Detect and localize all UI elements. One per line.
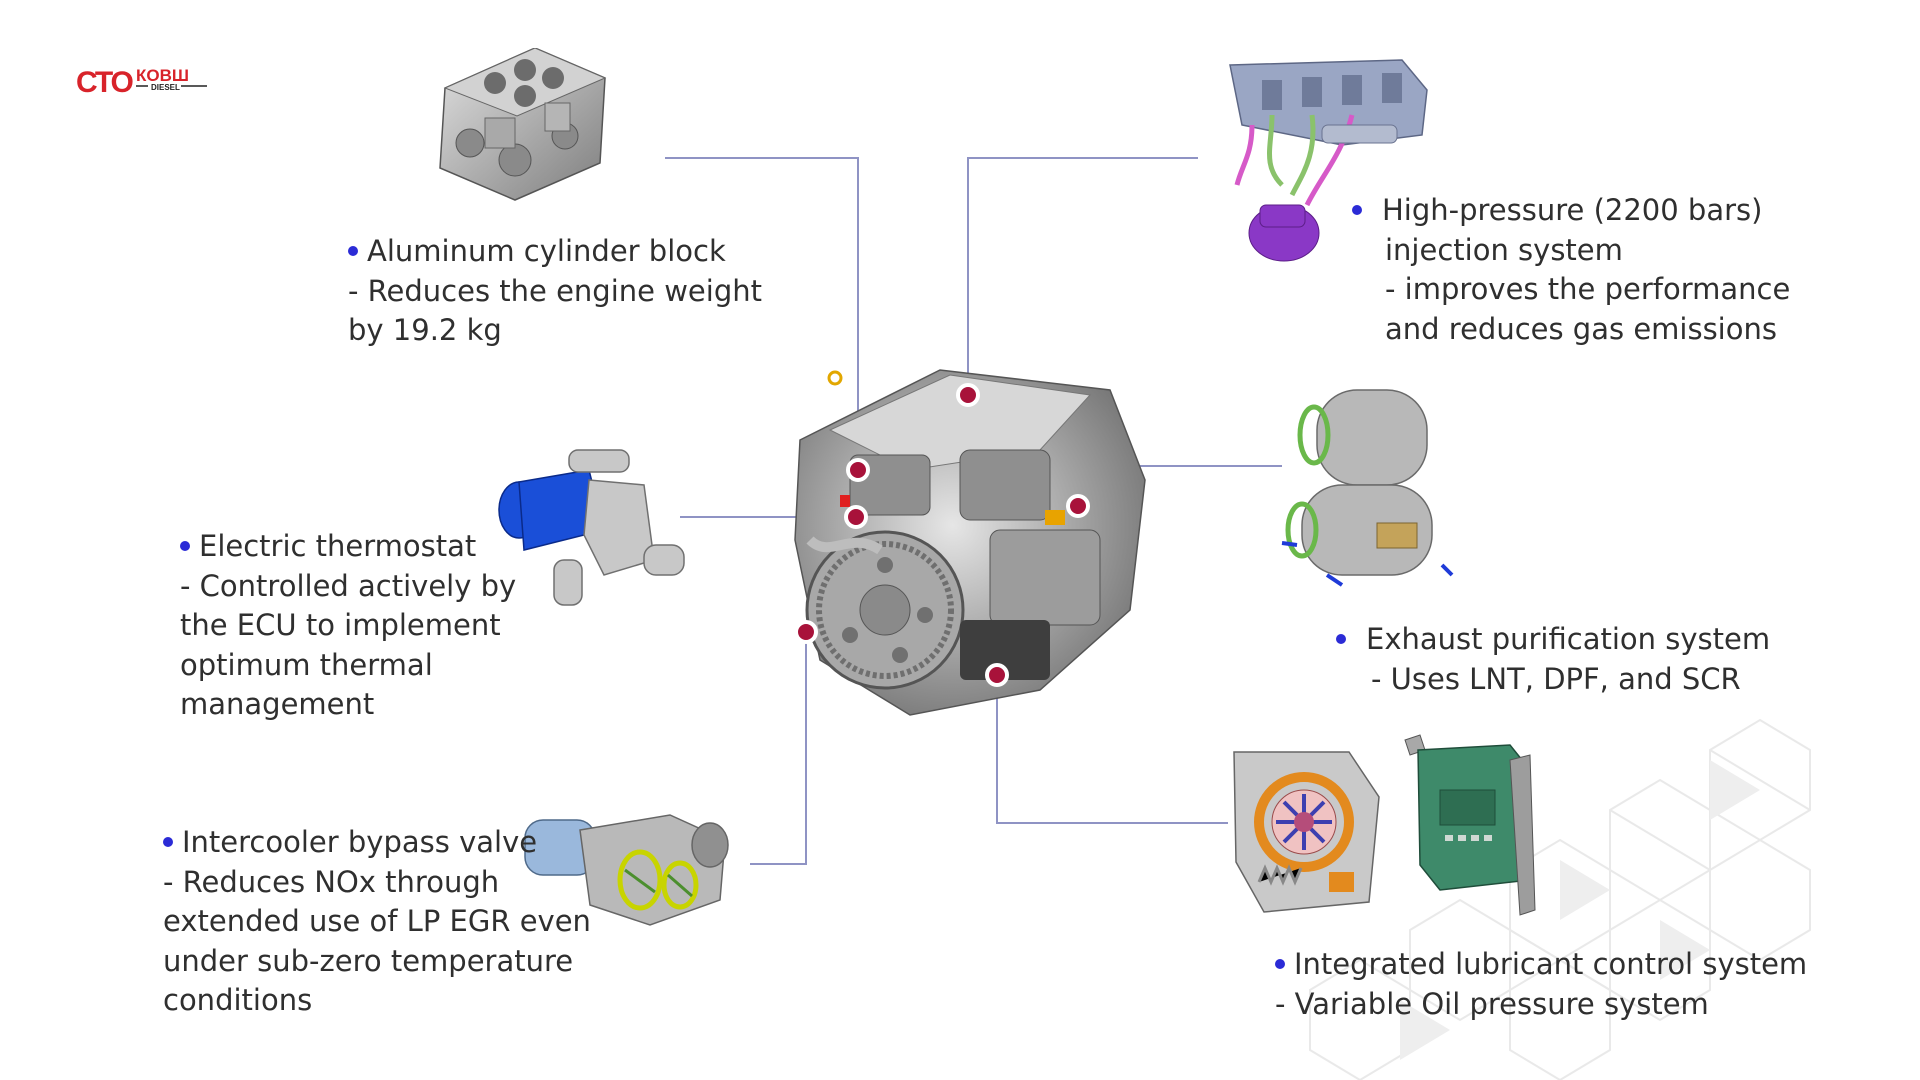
control-module-image (1404, 734, 1536, 916)
callout-text: and reduces gas emissions (1385, 311, 1777, 346)
logo-tagline: DIESEL (151, 83, 180, 92)
leader-block (665, 157, 859, 470)
callout-title: Intercooler bypass valve (182, 825, 538, 859)
bullet-icon (180, 541, 190, 551)
exhaust-system-image (1281, 389, 1454, 587)
callout-text: under sub-zero temperature (163, 943, 574, 978)
callout-text: conditions (163, 983, 313, 1017)
callout-injection-system: High-pressure (2200 bars) injection syst… (1352, 191, 1791, 349)
callout-text: injection system (1385, 232, 1623, 267)
callout-text: by 19.2 kg (348, 313, 502, 347)
callout-title: High-pressure (2200 bars) (1382, 193, 1763, 227)
cylinder-block-image (439, 48, 607, 201)
callout-lubricant-control: Integrated lubricant control system - Va… (1275, 945, 1807, 1024)
marker-injection (956, 383, 980, 407)
callout-text: the ECU to implement (180, 608, 501, 642)
logo-secondary: КОВШ (136, 66, 189, 85)
callout-electric-thermostat: Electric thermostat - Controlled activel… (180, 527, 516, 725)
callout-cylinder-block: Aluminum cylinder block - Reduces the en… (348, 232, 762, 351)
callout-text: - Reduces NOx through (163, 864, 500, 899)
bullet-icon (1275, 959, 1285, 969)
bullet-icon (163, 837, 173, 847)
brand-logo: СТО КОВШ DIESEL (76, 62, 216, 102)
marker-exhaust (1066, 494, 1090, 518)
marker-thermostat (844, 505, 868, 529)
callout-text: - Reduces the engine weight (348, 273, 762, 308)
bullet-icon (1336, 634, 1346, 644)
callout-text: management (180, 687, 375, 721)
intercooler-valve-image (524, 814, 729, 926)
leader-intercooler (750, 632, 807, 865)
callout-text: extended use of LP EGR even (163, 904, 591, 938)
callout-text: optimum thermal (180, 647, 433, 682)
marker-intercooler (794, 620, 818, 644)
callout-title: Integrated lubricant control system (1294, 947, 1808, 981)
injection-system-image (1229, 59, 1428, 262)
engine-image (794, 369, 1146, 716)
marker-lubricant (985, 663, 1009, 687)
oil-pump-image (1233, 751, 1380, 913)
bullet-icon (1352, 205, 1362, 215)
callout-text: - Controlled actively by (180, 568, 517, 603)
leader-injection (967, 157, 1198, 395)
callout-text: - improves the performance (1385, 272, 1791, 306)
callout-text: - Variable Oil pressure system (1275, 986, 1709, 1021)
thermostat-image (498, 449, 685, 606)
bullet-icon (348, 246, 358, 256)
callout-title: Exhaust purification system (1366, 622, 1771, 656)
callout-intercooler-valve: Intercooler bypass valve - Reduces NOx t… (163, 823, 591, 1021)
callout-exhaust-purification: Exhaust purification system - Uses LNT, … (1336, 620, 1770, 699)
logo-primary: СТО (76, 66, 133, 99)
callout-title: Aluminum cylinder block (367, 234, 726, 268)
leader-lubricant (996, 675, 1228, 824)
callout-title: Electric thermostat (199, 529, 477, 563)
marker-block (846, 458, 870, 482)
callout-text: - Uses LNT, DPF, and SCR (1371, 661, 1741, 696)
